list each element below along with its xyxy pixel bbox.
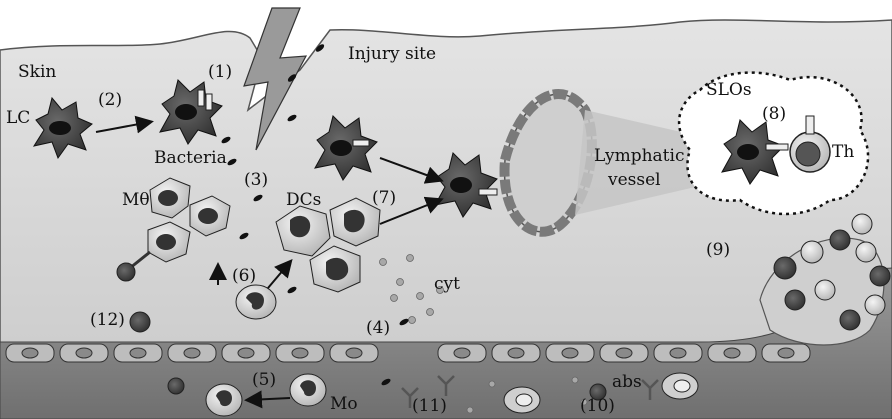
step-2: (2) bbox=[98, 92, 122, 109]
monocyte-in-blood bbox=[290, 374, 326, 406]
endothelial-nucleus bbox=[184, 348, 200, 358]
label-lymphatic-line2: vessel bbox=[608, 172, 661, 189]
label-skin: Skin bbox=[18, 64, 56, 81]
endothelial-nucleus bbox=[670, 348, 686, 358]
label-dcs: DCs bbox=[286, 192, 321, 209]
endothelial-nucleus bbox=[238, 348, 254, 358]
label-macrophage: Mθ bbox=[122, 192, 150, 209]
blood-cell-pair-right bbox=[662, 373, 698, 399]
step-7: (7) bbox=[372, 190, 396, 207]
label-th: Th bbox=[832, 144, 854, 161]
label-mo: Mo bbox=[330, 396, 358, 413]
endothelial-nucleus bbox=[292, 348, 308, 358]
label-slos: SLOs bbox=[706, 82, 752, 99]
step-4: (4) bbox=[366, 320, 390, 337]
blood-cell-pair bbox=[504, 387, 540, 413]
granulocyte-cell bbox=[130, 312, 150, 332]
step-6: (6) bbox=[232, 268, 256, 285]
endothelial-nucleus bbox=[22, 348, 38, 358]
endothelial-nucleus bbox=[562, 348, 578, 358]
label-lymphatic-line1: Lymphatic bbox=[594, 148, 684, 165]
monocyte-diapedesis bbox=[206, 384, 242, 416]
step-5: (5) bbox=[252, 372, 276, 389]
step-12: (12) bbox=[90, 312, 125, 329]
endothelial-nucleus bbox=[454, 348, 470, 358]
endothelial-nucleus bbox=[346, 348, 362, 358]
endothelial-nucleus bbox=[508, 348, 524, 358]
step-10: (10) bbox=[580, 398, 615, 415]
endothelial-nucleus bbox=[616, 348, 632, 358]
label-cyt: cyt bbox=[434, 276, 460, 293]
monocyte-extravasating bbox=[236, 285, 276, 319]
step-3: (3) bbox=[244, 172, 268, 189]
endothelial-nucleus bbox=[130, 348, 146, 358]
label-injury-site: Injury site bbox=[348, 46, 436, 63]
label-abs: abs bbox=[612, 374, 642, 391]
step-11: (11) bbox=[412, 398, 447, 415]
endothelial-nucleus bbox=[778, 348, 794, 358]
label-bacteria: Bacteria bbox=[154, 150, 227, 167]
label-lc: LC bbox=[6, 110, 30, 127]
blood-cell bbox=[168, 378, 184, 394]
step-8: (8) bbox=[762, 106, 786, 123]
endothelial-nucleus bbox=[724, 348, 740, 358]
step-1: (1) bbox=[208, 64, 232, 81]
endothelial-nucleus bbox=[76, 348, 92, 358]
step-9: (9) bbox=[706, 242, 730, 259]
